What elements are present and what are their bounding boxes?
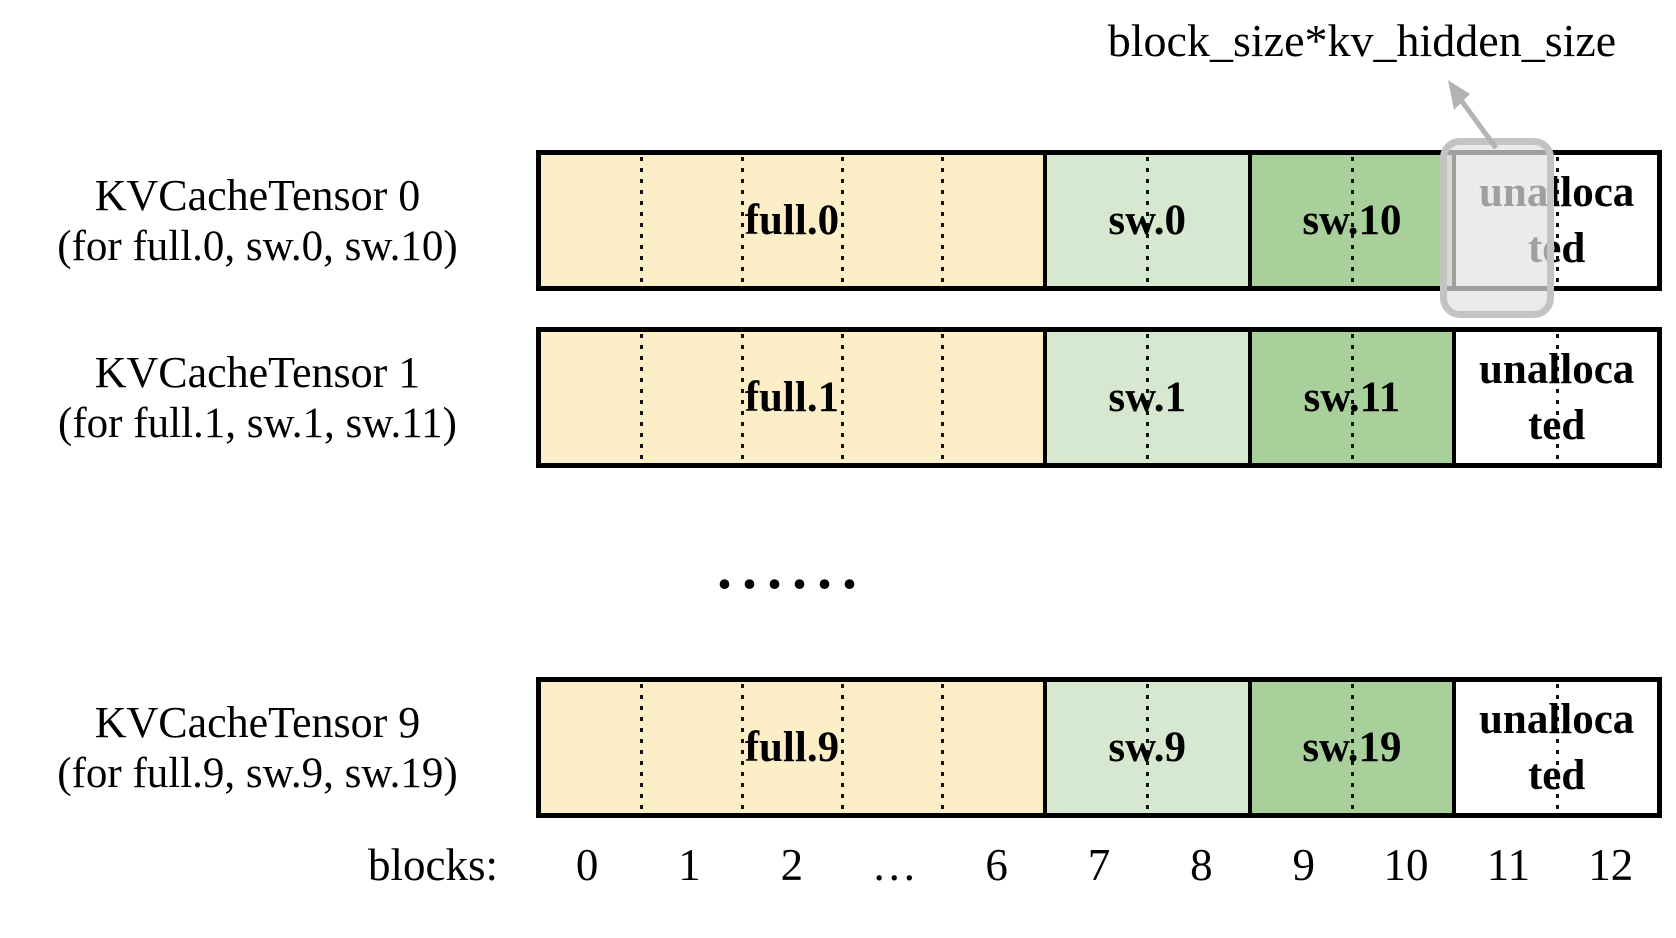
axis-tick: 10 [1383,840,1429,890]
rows-ellipsis: ...... [717,535,867,601]
axis-tick: 12 [1588,840,1634,890]
segment-label: full.9 [744,723,840,771]
tensor-1-subtitle: (for full.1, sw.1, sw.11) [58,399,457,447]
segment-sw1: sw.1 [1042,332,1248,463]
tensor-1-label: KVCacheTensor 1 (for full.1, sw.1, sw.11… [5,327,510,468]
highlighted-block-outline [1440,138,1554,318]
tensor-9-title: KVCacheTensor 9 [94,697,421,747]
segment-unallocated-1: unalloca ted [1452,332,1658,463]
axis-tick: 2 [780,840,804,890]
segment-sw19: sw.19 [1247,682,1453,813]
axis-tick: 1 [678,840,701,890]
block-cells [541,155,1043,286]
tensor-0-subtitle: (for full.0, sw.0, sw.10) [57,222,458,270]
blocks-axis: blocks: 0 1 2 … 6 7 8 9 10 11 12 [0,833,1676,903]
segment-label: full.0 [744,196,840,244]
axis-tick: 7 [1087,840,1111,890]
block-cells [1456,155,1657,286]
block-cells [541,682,1043,813]
block-cells [1456,332,1657,463]
block-cells [1456,682,1657,813]
tensor-9-subtitle: (for full.9, sw.9, sw.19) [57,749,458,797]
block-cells [1252,332,1453,463]
segment-full-1: full.1 [541,332,1043,463]
tensor-0-label: KVCacheTensor 0 (for full.0, sw.0, sw.10… [5,150,510,291]
axis-tick: 9 [1292,840,1315,890]
block-cells [1252,155,1453,286]
block-cells [1252,682,1453,813]
segment-label: sw.1 [1108,373,1187,421]
segment-full-0: full.0 [541,155,1043,286]
tensor-1-bar: full.1 sw.1 sw.11 unalloca ted [536,327,1662,468]
segment-sw0: sw.0 [1042,155,1248,286]
segment-full-9: full.9 [541,682,1043,813]
axis-tick: … [871,840,917,890]
axis-tick: 0 [575,840,599,890]
block-size-annotation: block_size*kv_hidden_size [1107,15,1617,66]
tensor-0-bar: full.0 sw.0 sw.10 unalloca ted [536,150,1662,291]
segment-label: sw.9 [1108,723,1187,771]
segment-sw10: sw.10 [1247,155,1453,286]
tensor-0-title: KVCacheTensor 0 [94,170,421,220]
segment-label: sw.11 [1303,373,1401,421]
blocks-axis-ticks: 0 1 2 … 6 7 8 9 10 11 12 [536,833,1662,903]
block-cells [1047,682,1248,813]
tensor-9-bar: full.9 sw.9 sw.19 unalloca ted [536,677,1662,818]
tensor-9-label: KVCacheTensor 9 (for full.9, sw.9, sw.19… [5,677,510,818]
segment-label: unalloca ted [1478,695,1635,799]
axis-tick: 6 [985,840,1008,890]
segment-label: full.1 [744,373,840,421]
tensor-1-title: KVCacheTensor 1 [94,347,421,397]
blocks-axis-label: blocks: [368,840,498,890]
axis-tick: 11 [1486,840,1531,890]
block-cells [541,332,1043,463]
segment-sw11: sw.11 [1247,332,1453,463]
segment-label: unalloca ted [1478,345,1635,449]
block-cells [1047,155,1248,286]
segment-sw9: sw.9 [1042,682,1248,813]
segment-label: sw.10 [1302,196,1402,244]
segment-label: sw.0 [1108,196,1187,244]
annotation-arrow-icon [1448,80,1499,150]
block-cells [1047,332,1248,463]
segment-unallocated-9: unalloca ted [1452,682,1658,813]
axis-tick: 8 [1190,840,1213,890]
segment-label: sw.19 [1302,723,1402,771]
